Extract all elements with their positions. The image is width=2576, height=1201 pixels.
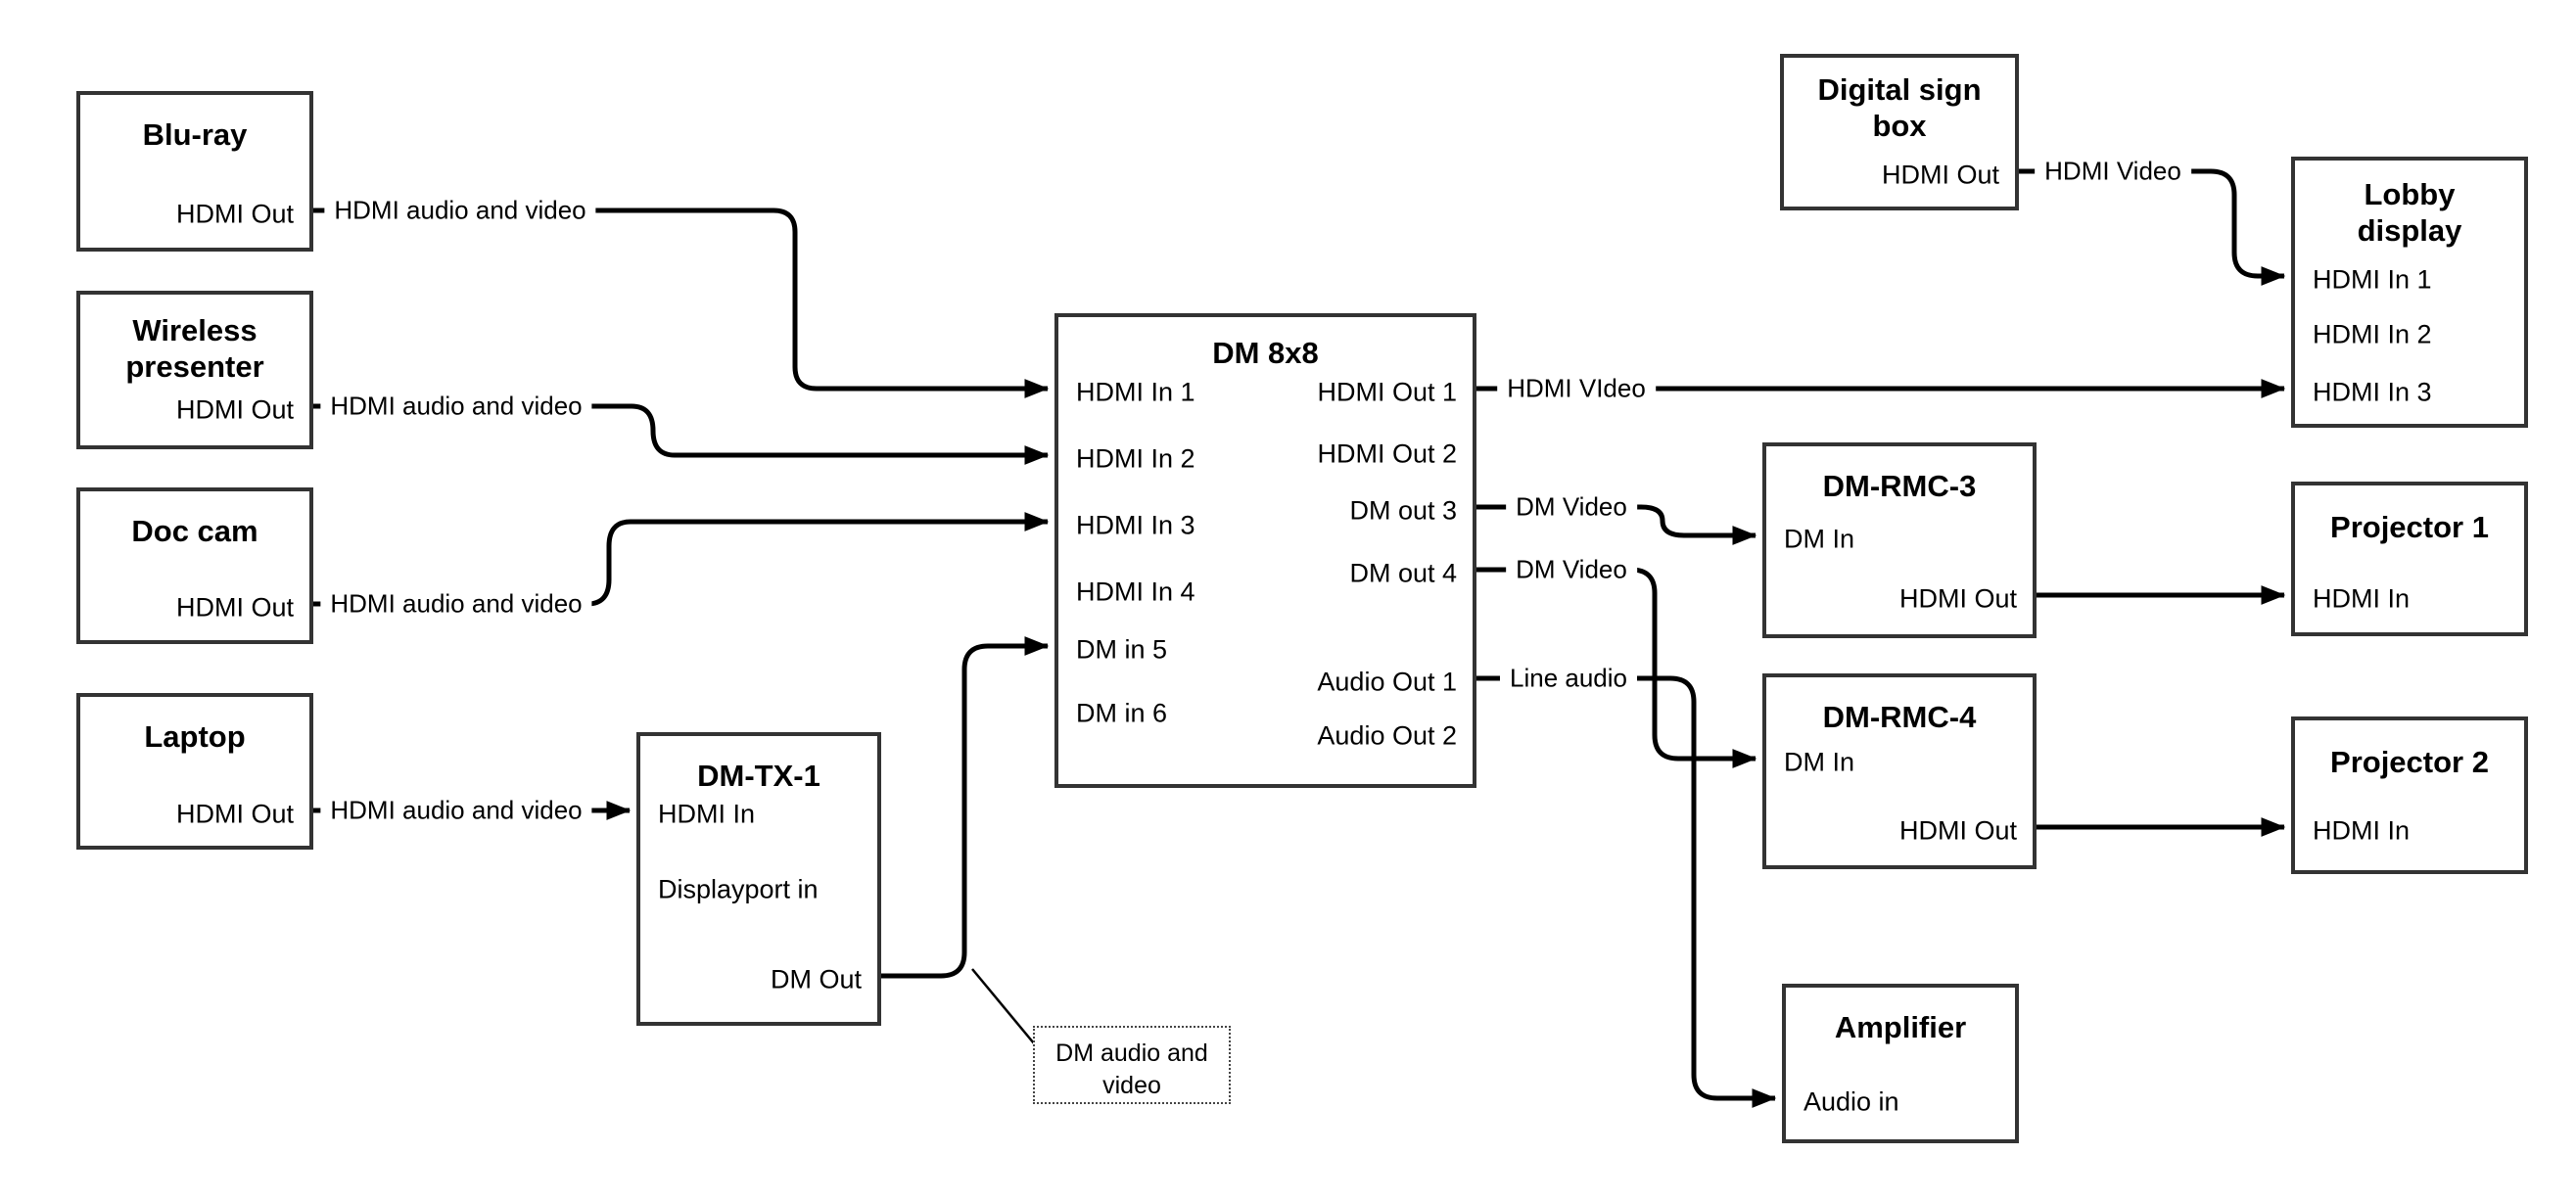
edge-label-wireless-feed: HDMI audio and video: [320, 393, 592, 421]
port-dmrmc4-hdmi-out: HDMI Out: [1898, 815, 2017, 846]
port-lobby-hdmi-in-1: HDMI In 1: [2313, 264, 2432, 295]
connector-dmtx1-to-dm8x8-in5: [881, 636, 1050, 979]
port-dm8x8-dm-out-4: DM out 4: [1349, 558, 1457, 588]
port-dmtx1-hdmi-in: HDMI In: [658, 799, 756, 829]
port-amplifier-audio-in: Audio in: [1803, 1086, 1899, 1117]
connector-doccam-to-dm8x8-in3: [313, 512, 1050, 607]
port-dm8x8-hdmi-out-1: HDMI Out 1: [1317, 377, 1457, 407]
node-title: Laptop: [144, 719, 246, 754]
port-doccam-hdmi-out: HDMI Out: [175, 592, 294, 623]
port-dm8x8-audio-out-1: Audio Out 1: [1317, 667, 1457, 697]
port-wireless-hdmi-out: HDMI Out: [175, 394, 294, 425]
edge-label-hdmi-video-out1: HDMI VIdeo: [1497, 375, 1656, 403]
connector-dm8x8-audio1-to-amplifier: [1476, 675, 1777, 1108]
port-bluray-hdmi-out: HDMI Out: [175, 199, 294, 229]
port-lobby-hdmi-in-3: HDMI In 3: [2313, 377, 2432, 407]
port-dm8x8-hdmi-in-3: HDMI In 3: [1076, 510, 1195, 540]
node-title: Digital sign box: [1817, 72, 1982, 144]
node-title: DM 8x8: [1212, 336, 1319, 370]
port-dmrmc3-hdmi-out: HDMI Out: [1898, 583, 2017, 614]
node-title: Lobby display: [2357, 177, 2462, 249]
port-dm8x8-dm-in-6: DM in 6: [1076, 698, 1168, 728]
port-dmrmc3-dm-in: DM In: [1784, 524, 1855, 554]
edge-label-laptop-feed: HDMI audio and video: [320, 797, 592, 825]
port-digitalsign-hdmi-out: HDMI Out: [1881, 160, 1999, 190]
node-projector-2: Projector 2 HDMI In: [2291, 716, 2528, 874]
connector-bluray-to-dm8x8-in1: [313, 208, 1050, 398]
node-projector-1: Projector 1 HDMI In: [2291, 482, 2528, 636]
node-amplifier: Amplifier Audio in: [1782, 984, 2019, 1143]
node-title: Blu-ray: [142, 117, 248, 152]
annotation-leader-line: [971, 968, 1035, 1044]
port-dm8x8-hdmi-in-4: HDMI In 4: [1076, 577, 1195, 607]
node-title: Amplifier: [1834, 1010, 1967, 1044]
node-dm-rmc-3: DM-RMC-3 DM In HDMI Out: [1762, 442, 2037, 638]
port-lobby-hdmi-in-2: HDMI In 2: [2313, 319, 2432, 349]
node-dm-rmc-4: DM-RMC-4 DM In HDMI Out: [1762, 673, 2037, 869]
node-title: DM-RMC-3: [1822, 469, 1977, 503]
port-dm8x8-hdmi-out-2: HDMI Out 2: [1317, 439, 1457, 469]
node-title: Projector 2: [2330, 745, 2489, 779]
port-dm8x8-dm-in-5: DM in 5: [1076, 634, 1168, 665]
edge-label-dm-video-out4: DM Video: [1506, 556, 1637, 584]
node-lobby-display: Lobby display HDMI In 1 HDMI In 2 HDMI I…: [2291, 157, 2528, 428]
node-dm-tx-1: DM-TX-1 HDMI In Displayport in DM Out: [636, 732, 881, 1026]
port-dm8x8-hdmi-in-2: HDMI In 2: [1076, 443, 1195, 474]
node-doc-cam: Doc cam HDMI Out: [76, 487, 313, 644]
port-dmtx1-displayport-in: Displayport in: [658, 874, 819, 904]
connector-dm8x8-out3-to-dmrmc3: [1476, 504, 1757, 545]
node-bluray: Blu-ray HDMI Out: [76, 91, 313, 252]
port-dm8x8-audio-out-2: Audio Out 2: [1317, 720, 1457, 751]
edge-label-bluray-feed: HDMI audio and video: [324, 197, 596, 225]
edge-label-line-audio: Line audio: [1500, 665, 1637, 693]
node-title: Projector 1: [2330, 510, 2489, 544]
node-title: DM-TX-1: [697, 759, 820, 793]
edge-label-doccam-feed: HDMI audio and video: [320, 590, 592, 619]
port-dmrmc4-dm-in: DM In: [1784, 747, 1855, 777]
edge-label-digitalsign-feed: HDMI Video: [2035, 158, 2191, 186]
connector-digitalsign-to-lobby-in1: [2019, 168, 2286, 286]
node-dm-8x8: DM 8x8 HDMI In 1 HDMI In 2 HDMI In 3 HDM…: [1054, 313, 1476, 788]
port-projector2-hdmi-in: HDMI In: [2313, 815, 2411, 846]
port-projector1-hdmi-in: HDMI In: [2313, 583, 2411, 614]
node-title: Wireless presenter: [125, 313, 264, 385]
connector-wireless-to-dm8x8-in2: [313, 403, 1050, 465]
edge-label-dm-video-out3: DM Video: [1506, 493, 1637, 522]
node-digital-sign-box: Digital sign box HDMI Out: [1780, 54, 2019, 210]
port-dm8x8-dm-out-3: DM out 3: [1349, 495, 1457, 526]
node-title: DM-RMC-4: [1822, 700, 1977, 734]
node-title: Doc cam: [131, 514, 258, 548]
port-laptop-hdmi-out: HDMI Out: [175, 799, 294, 829]
port-dmtx1-dm-out: DM Out: [770, 964, 862, 994]
node-laptop: Laptop HDMI Out: [76, 693, 313, 850]
annotation-dm-audio-video: DM audio and video: [1033, 1026, 1231, 1104]
connector-dm8x8-out4-to-dmrmc4: [1476, 567, 1757, 768]
node-wireless-presenter: Wireless presenter HDMI Out: [76, 291, 313, 449]
port-dm8x8-hdmi-in-1: HDMI In 1: [1076, 377, 1195, 407]
